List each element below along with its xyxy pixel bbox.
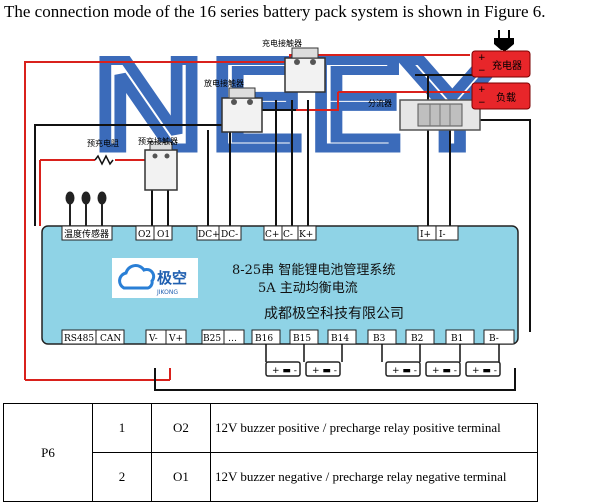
precharge-contactor: 预充接触器 <box>138 136 178 191</box>
svg-text:预充接触器: 预充接触器 <box>138 136 178 146</box>
pin-i-plus: I+ <box>420 230 431 240</box>
figure-caption: The connection mode of the 16 series bat… <box>4 2 546 21</box>
pin-b16: B16 <box>255 334 273 344</box>
pin-i-minus: I- <box>439 230 446 240</box>
svg-text:−: − <box>478 66 486 76</box>
top-connectors <box>61 225 459 241</box>
pin-cell: O1 <box>151 452 211 502</box>
balance-wires <box>265 344 500 362</box>
pin-b1: B1 <box>451 334 463 344</box>
pin-can: CAN <box>100 334 121 344</box>
svg-text:JIKONG: JIKONG <box>156 289 178 296</box>
bottom-connectors <box>61 329 515 345</box>
svg-text:负载: 负载 <box>496 91 516 104</box>
desc-cell: 12V buzzer negative / precharge relay ne… <box>210 452 538 502</box>
pin-o2: O2 <box>138 230 151 240</box>
charger-tag: + − 充电器 <box>471 50 531 78</box>
pin-v-minus: V- <box>148 334 158 344</box>
temperature-sensors <box>65 191 107 226</box>
table-row: P6 1 O2 12V buzzer positive / precharge … <box>3 403 538 502</box>
svg-text:+: + <box>478 85 486 95</box>
port-cell: P6 <box>3 403 93 502</box>
pin-dc-plus: DC+ <box>198 230 220 240</box>
num-cell: 1 <box>92 403 152 453</box>
battery-cell: + ▬ - <box>385 361 421 377</box>
pin-b2: B2 <box>411 334 423 344</box>
pin-b3: B3 <box>373 334 386 344</box>
precharge-resistor: 预充电阻 <box>87 138 119 166</box>
desc-cell: 12V buzzer positive / precharge relay po… <box>210 403 538 453</box>
pin-dc-minus: DC- <box>221 230 238 240</box>
pin-temp: 温度传感器 <box>64 228 109 240</box>
pin-rs485: RS485 <box>64 334 94 344</box>
pin-c-plus: C+ <box>265 230 279 240</box>
pin-b-minus: B- <box>489 334 499 344</box>
svg-text:+ ▬ -: + ▬ - <box>472 366 497 376</box>
battery-cells: + ▬ - + ▬ - + ▬ - + ▬ - + ▬ - <box>265 361 501 377</box>
bms-board: 温度传感器 O2 O1 DC+ DC- C+ C- K+ I+ I- 极空 JI… <box>41 225 519 345</box>
svg-text:预充电阻: 预充电阻 <box>87 138 119 148</box>
svg-text:放电接触器: 放电接触器 <box>204 78 244 88</box>
svg-text:极空: 极空 <box>157 269 187 287</box>
battery-cell: + ▬ - <box>305 361 341 377</box>
svg-text:−: − <box>478 98 486 108</box>
battery-cell: + ▬ - <box>265 361 301 377</box>
pin-definition-table: P6 1 O2 12V buzzer positive / precharge … <box>3 403 538 502</box>
svg-text:+ ▬ -: + ▬ - <box>312 366 337 376</box>
svg-text:充电器: 充电器 <box>492 59 522 72</box>
charge-contactor: 充电接触器 <box>262 38 326 93</box>
negative-wires <box>34 52 531 391</box>
wiring-diagram: NEEY 充电接触器 放 <box>24 30 531 391</box>
pin-dots: … <box>228 334 237 344</box>
num-cell: 2 <box>92 452 152 502</box>
svg-text:充电接触器: 充电接触器 <box>262 38 302 48</box>
pin-b25: B25 <box>203 334 221 344</box>
pin-cell: O2 <box>151 403 211 453</box>
load-tag: + − 负载 <box>471 82 531 110</box>
svg-text:+ ▬ -: + ▬ - <box>432 366 457 376</box>
svg-text:分流器: 分流器 <box>368 98 392 108</box>
svg-text:+ ▬ -: + ▬ - <box>272 366 297 376</box>
shunt: 分流器 <box>368 98 481 131</box>
board-title: 8-25串 智能锂电池管理系统 <box>232 263 395 278</box>
pin-v-plus: V+ <box>168 334 183 344</box>
pin-c-minus: C- <box>283 230 293 240</box>
board-subtitle: 5A 主动均衡电流 <box>258 281 358 296</box>
svg-text:+: + <box>478 53 486 63</box>
pin-k-plus: K+ <box>299 230 313 240</box>
pin-b15: B15 <box>293 334 311 344</box>
battery-cell: + ▬ - <box>425 361 461 377</box>
pin-b14: B14 <box>331 334 349 344</box>
pin-o1: O1 <box>157 230 170 240</box>
svg-text:+ ▬ -: + ▬ - <box>392 366 417 376</box>
jikong-logo: 极空 JIKONG <box>112 258 198 298</box>
table-row: 2 O1 12V buzzer negative / precharge rel… <box>4 452 538 502</box>
battery-cell: + ▬ - <box>465 361 501 377</box>
discharge-contactor: 放电接触器 <box>204 78 263 133</box>
board-company: 成都极空科技有限公司 <box>264 306 404 322</box>
